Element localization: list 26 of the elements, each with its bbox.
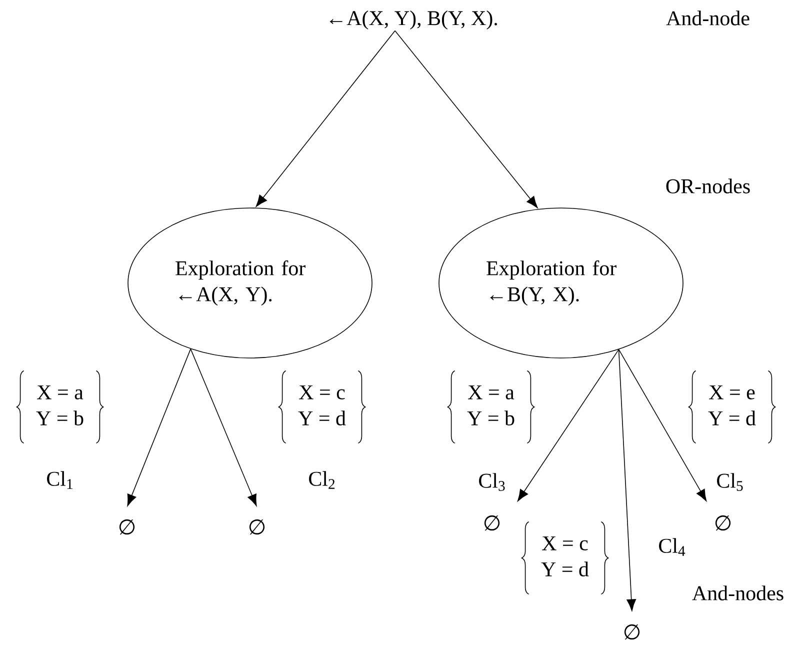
level-label: And-nodes [692,586,784,600]
level-label: And-node [666,10,750,26]
goal-text: ←A(X, Y), B(Y, X). [330,10,498,30]
arrow [618,349,707,502]
clause-label: Cl$_{3}$ [479,473,505,491]
substitution-set: X = a Y = b [16,370,104,444]
empty-clause-symbol: ∅ [119,519,135,535]
empty-clause-symbol: ∅ [484,515,500,531]
level-label: OR-nodes [666,178,750,194]
empty-clause-symbol: ∅ [715,515,731,531]
empty-clause-symbol: ∅ [624,624,640,640]
empty-clause-symbol: ∅ [249,519,265,535]
substitution-set: X = c Y = d [278,370,366,444]
arrow [190,348,257,506]
substitution-set: X = e Y = d [688,370,776,444]
clause-label: Cl$_{4}$ [659,538,686,556]
arrow [518,349,620,502]
arrow [618,349,636,612]
clause-label: Cl$_{5}$ [717,473,743,491]
clause-label: Cl$_{1}$ [47,471,72,489]
clause-label: Cl$_{2}$ [309,471,335,489]
substitution-set: X = a Y = b [447,370,535,444]
arrow [394,30,538,208]
arrow [127,348,192,506]
substitution-set: X = c Y = d [521,521,609,595]
arrow [256,30,396,207]
